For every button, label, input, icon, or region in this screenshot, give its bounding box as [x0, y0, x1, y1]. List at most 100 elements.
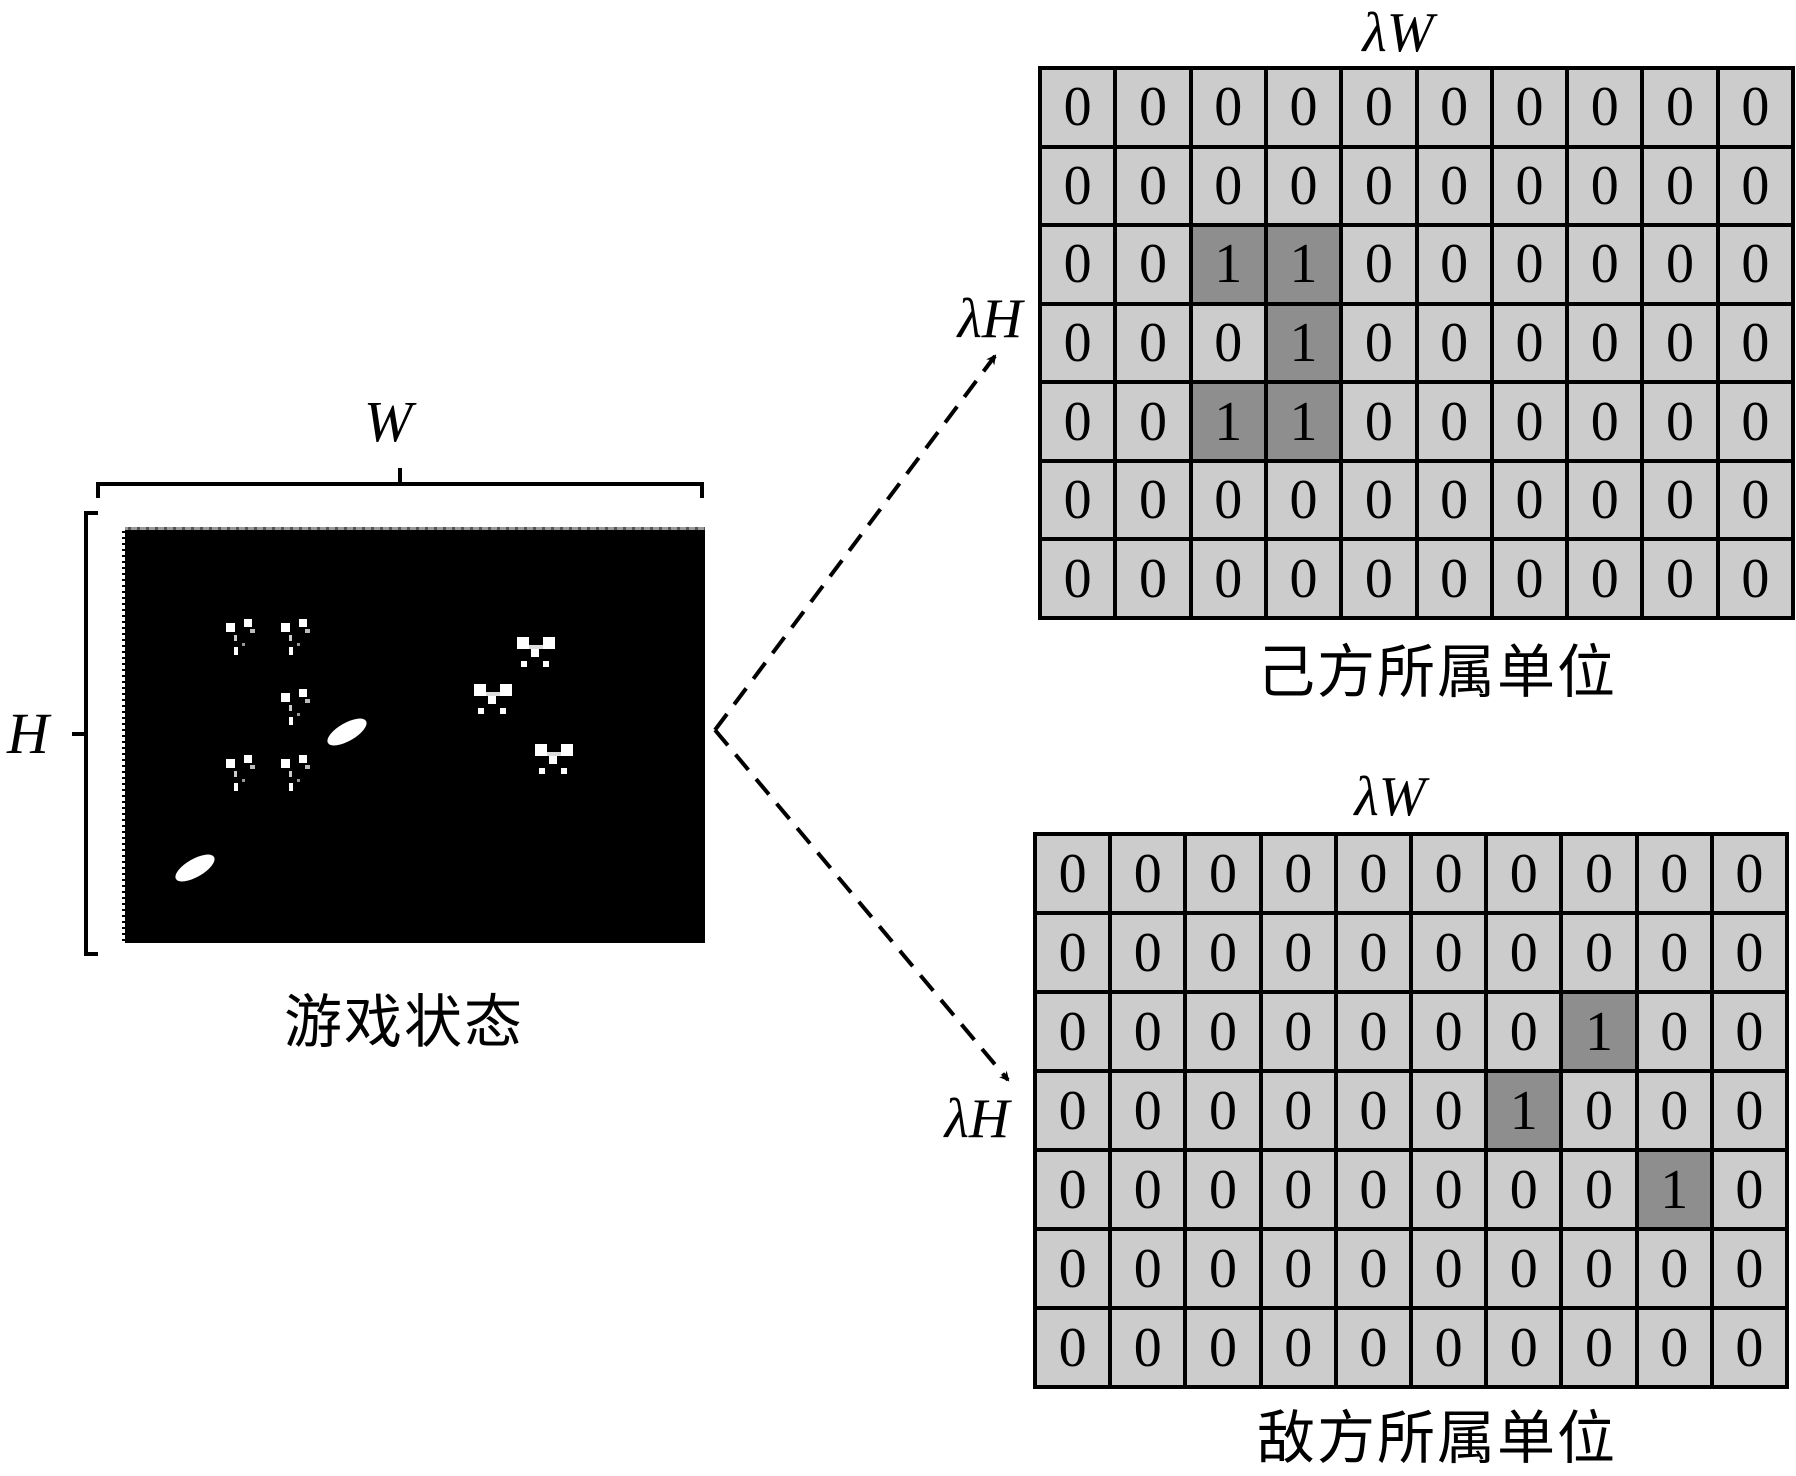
grid-cell-occupied: 1 [1267, 227, 1340, 302]
grid-cell: 0 [1638, 836, 1710, 911]
grid-cell: 0 [1112, 1310, 1184, 1385]
grid-cell: 0 [1187, 1231, 1259, 1306]
friendly-unit-sprite [281, 619, 310, 655]
grid-cell: 0 [1418, 227, 1490, 302]
arrow-to-enemy-grid [713, 728, 1010, 1082]
grid-cell: 0 [1037, 1152, 1109, 1227]
grid-cell: 0 [1418, 384, 1490, 459]
grid-cell: 0 [1644, 541, 1716, 616]
grid-cell: 0 [1569, 70, 1641, 145]
grid-cell: 0 [1117, 148, 1189, 224]
grid-cell: 0 [1644, 305, 1716, 381]
grid-cell: 0 [1719, 70, 1791, 145]
grid-cell: 0 [1267, 148, 1340, 224]
grid-cell: 0 [1563, 836, 1635, 911]
grid-cell: 0 [1262, 994, 1334, 1069]
grid-cell: 0 [1644, 148, 1716, 224]
grid-cell: 0 [1713, 1152, 1785, 1227]
grid-cell: 0 [1037, 915, 1109, 990]
grid-cell: 0 [1337, 994, 1409, 1069]
grid-cell: 0 [1262, 1152, 1334, 1227]
grid-cell: 0 [1112, 994, 1184, 1069]
grid-cell: 0 [1713, 1231, 1785, 1306]
grid-cell: 0 [1337, 1152, 1409, 1227]
grid-cell: 0 [1713, 915, 1785, 990]
grid-cell: 0 [1337, 1310, 1409, 1385]
grid-cell-occupied: 1 [1638, 1152, 1710, 1227]
grid-cell: 0 [1713, 836, 1785, 911]
grid-cell: 0 [1042, 384, 1114, 459]
grid-cell: 0 [1488, 915, 1560, 990]
own-units-caption: 己方所属单位 [1256, 638, 1617, 706]
grid-cell: 0 [1187, 836, 1259, 911]
grid-cell: 0 [1262, 1231, 1334, 1306]
grid-cell: 0 [1412, 1310, 1485, 1385]
grid-cell: 0 [1644, 384, 1716, 459]
grid-cell: 0 [1117, 541, 1189, 616]
grid-cell: 0 [1569, 384, 1641, 459]
grid-cell: 0 [1037, 994, 1109, 1069]
grid-cell: 0 [1644, 227, 1716, 302]
grid-cell: 0 [1262, 1310, 1334, 1385]
own-grid-height-label: λH [957, 288, 1023, 350]
grid-cell: 0 [1493, 305, 1566, 381]
width-label: W [363, 389, 413, 454]
grid-cell: 0 [1719, 305, 1791, 381]
grid-cell: 0 [1412, 994, 1485, 1069]
grid-cell: 0 [1563, 915, 1635, 990]
grid-cell: 0 [1488, 1231, 1560, 1306]
grid-cell-occupied: 1 [1192, 227, 1264, 302]
grid-cell: 0 [1037, 1231, 1109, 1306]
grid-cell: 0 [1037, 1310, 1109, 1385]
grid-cell: 0 [1563, 1310, 1635, 1385]
friendly-unit-sprite [226, 619, 255, 655]
grid-cell: 0 [1042, 70, 1114, 145]
grid-cell: 0 [1117, 70, 1189, 145]
grid-cell: 0 [1262, 836, 1334, 911]
grid-cell: 0 [1343, 541, 1415, 616]
grid-cell: 0 [1187, 1310, 1259, 1385]
grid-cell: 0 [1037, 836, 1109, 911]
grid-cell: 0 [1267, 541, 1340, 616]
friendly-unit-sprite [281, 689, 310, 725]
grid-cell: 0 [1563, 1152, 1635, 1227]
grid-cell: 0 [1187, 1073, 1259, 1148]
grid-cell: 0 [1262, 915, 1334, 990]
grid-cell: 0 [1493, 148, 1566, 224]
grid-cell: 0 [1412, 1152, 1485, 1227]
grid-cell: 0 [1638, 994, 1710, 1069]
grid-cell: 0 [1337, 1231, 1409, 1306]
enemy-units-caption: 敌方所属单位 [1256, 1404, 1617, 1472]
grid-cell: 0 [1042, 148, 1114, 224]
grid-cell: 0 [1042, 305, 1114, 381]
grid-cell: 0 [1493, 227, 1566, 302]
enemy-unit-sprite [474, 684, 512, 714]
grid-cell: 0 [1719, 148, 1791, 224]
grid-cell: 0 [1493, 541, 1566, 616]
projectile-sprite [327, 718, 367, 746]
grid-cell: 0 [1488, 1310, 1560, 1385]
grid-cell: 0 [1117, 305, 1189, 381]
grid-cell: 0 [1412, 1231, 1485, 1306]
grid-cell: 0 [1343, 148, 1415, 224]
grid-cell: 0 [1638, 1310, 1710, 1385]
grid-cell: 0 [1112, 1152, 1184, 1227]
grid-cell: 0 [1117, 462, 1189, 538]
grid-cell: 0 [1343, 384, 1415, 459]
grid-cell: 0 [1418, 305, 1490, 381]
enemy-unit-sprite [517, 637, 555, 667]
grid-cell: 0 [1042, 227, 1114, 302]
enemy-unit-sprite [535, 744, 573, 774]
grid-cell: 0 [1638, 915, 1710, 990]
own-grid-width-label: λW [1362, 2, 1434, 64]
friendly-unit-sprite [281, 755, 310, 791]
grid-cell: 0 [1488, 1152, 1560, 1227]
grid-cell: 0 [1337, 836, 1409, 911]
projectile-sprite [175, 854, 215, 882]
grid-cell: 0 [1412, 915, 1485, 990]
game-state-screen [122, 527, 705, 943]
grid-cell: 0 [1412, 836, 1485, 911]
enemy-grid-height-label: λH [944, 1088, 1010, 1150]
